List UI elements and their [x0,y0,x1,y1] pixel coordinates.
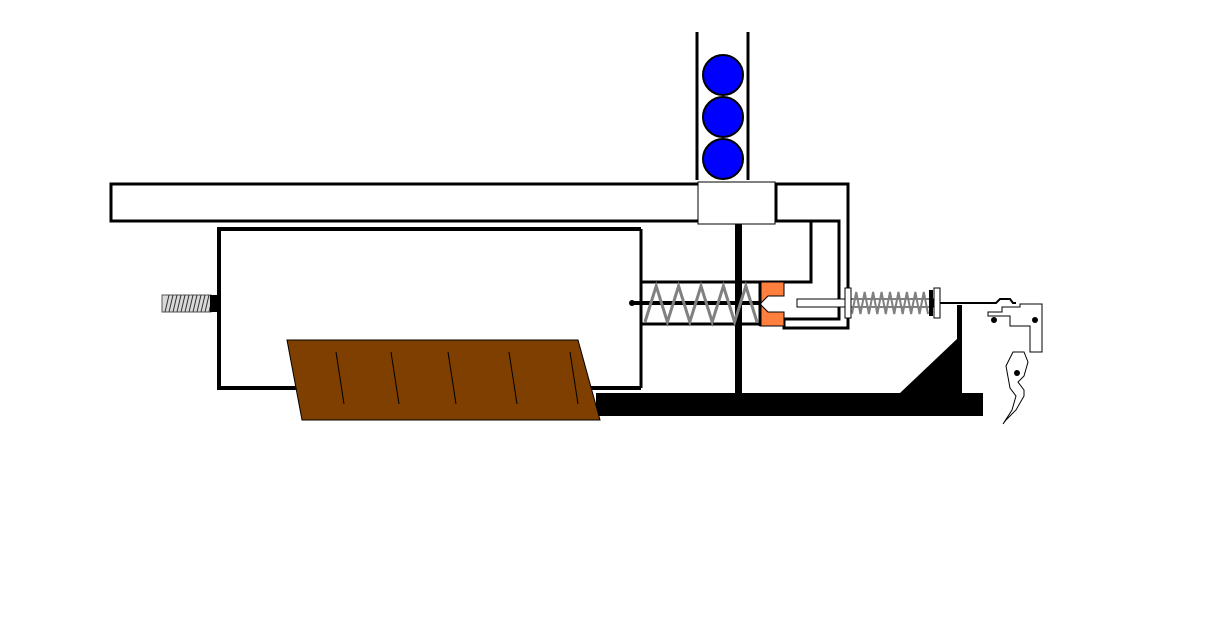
thread-line [188,294,194,313]
sear-pivot [991,317,997,323]
thread-line [196,294,202,313]
end-cap-collar [210,295,220,312]
thread-line [192,294,198,313]
paintball [702,138,744,180]
thread-line [176,294,182,313]
thread-line [164,294,170,313]
thread-line [184,294,190,313]
end-cap [161,294,220,313]
grip-groove [569,351,579,405]
valve-stem-collar [844,287,852,319]
valve-spring [851,291,929,315]
bolt-rod-tip [629,300,635,306]
paintball [702,54,744,96]
valve-stem-cap [933,287,941,319]
trigger [1002,351,1029,425]
paintball-stack [702,54,744,180]
bolt-seal-lower [759,302,785,327]
barrel [109,182,778,223]
grip-groove [335,351,345,405]
bolt-spring [643,280,759,328]
feed-elbow-inner [766,219,813,284]
grip-groove [508,351,518,405]
thread-line [204,294,210,313]
valve-spring-stop [929,290,933,316]
trigger-pivot [1014,370,1020,376]
bottom-rail [596,393,983,416]
paintball [702,96,744,138]
grip [286,339,601,421]
thread-line [172,294,178,313]
thread-line [200,294,206,313]
bolt-seal-upper [759,281,785,306]
sear-pin [1032,317,1038,323]
thread-line [168,294,174,313]
trigger-bracket [957,305,962,395]
hopper [695,32,750,180]
grip-grooves [335,351,579,405]
valve-stem-tail [940,298,1016,304]
grip-groove [447,351,457,405]
thread-line [180,294,186,313]
sear [987,303,1043,353]
breech-block [697,181,776,225]
frame-gusset [900,338,958,393]
grip-groove [390,351,400,405]
